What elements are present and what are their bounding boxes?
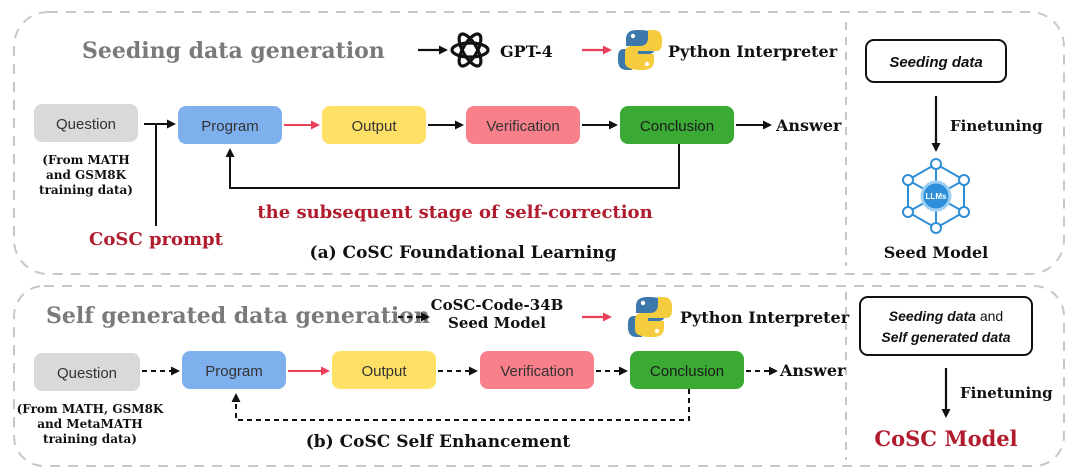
bottom-output-label: Output	[361, 363, 407, 380]
bottom-question-label: Question	[57, 365, 117, 382]
top-program-box	[178, 106, 282, 144]
top-verification-label: Verification	[486, 118, 559, 135]
top-panel	[13, 11, 1065, 275]
seeding-data-box	[865, 39, 1007, 83]
top-finetune-label: Finetuning	[950, 117, 1043, 135]
bottom-panel	[13, 285, 1065, 467]
bottom-question-source-1: (From MATH, GSM8K	[17, 402, 164, 416]
bottom-program-box	[182, 351, 286, 389]
self-generated-data-line1: Seeding data and	[889, 308, 1003, 324]
top-question-label: Question	[56, 116, 116, 133]
cosc-model-label: CoSC Model	[874, 426, 1017, 451]
top-question-source-2: and GSM8K	[46, 168, 127, 182]
legend-seed-label-1: CoSC-Code-34B	[431, 296, 564, 314]
legend-seed-label-2: Seed Model	[448, 314, 546, 332]
top-question-box	[34, 104, 138, 142]
bottom-legend-python-label: Python Interpreter	[680, 308, 850, 327]
legend-python-label: Python Interpreter	[668, 42, 838, 61]
cosc-prompt-label: CoSC prompt	[89, 229, 224, 250]
bottom-finetune-label: Finetuning	[960, 384, 1053, 402]
top-output-box	[322, 106, 426, 144]
self-generated-data-line2: Self generated data	[881, 329, 1010, 345]
top-program-label: Program	[201, 118, 259, 135]
and-connector: and	[976, 308, 1003, 324]
top-conclusion-box	[620, 106, 734, 144]
top-self-correction-loop	[225, 144, 680, 189]
bottom-title: Self generated data generation	[46, 303, 430, 329]
openai-logo-icon	[450, 32, 490, 68]
top-answer-label: Answer	[775, 116, 842, 135]
top-output-label: Output	[351, 118, 397, 135]
bottom-self-correction-loop	[231, 389, 690, 421]
top-title: Seeding data generation	[82, 38, 385, 64]
bottom-question-box	[34, 353, 140, 391]
top-question-source-3: training data)	[39, 183, 133, 197]
bottom-question-source-3: training data)	[43, 432, 137, 446]
legend-gpt-label: GPT-4	[500, 42, 553, 61]
self-generated-data-box	[859, 296, 1033, 356]
bottom-conclusion-box	[630, 351, 744, 389]
bottom-program-label: Program	[205, 363, 263, 380]
llm-badge-label: LLMs	[926, 192, 947, 201]
top-conclusion-label: Conclusion	[640, 118, 714, 135]
seeding-data-label: Seeding data	[889, 54, 982, 71]
self-correction-label: the subsequent stage of self-correction	[257, 202, 652, 223]
bottom-question-source-2: and MetaMATH	[37, 417, 143, 431]
llm-network-icon	[902, 158, 970, 234]
bottom-verification-box	[480, 351, 594, 389]
top-verification-box	[466, 106, 580, 144]
top-caption: (a) CoSC Foundational Learning	[310, 243, 617, 263]
python-logo-icon	[618, 30, 662, 70]
bottom-caption: (b) CoSC Self Enhancement	[306, 432, 571, 452]
bottom-output-box	[332, 351, 436, 389]
seeding-data-emphasis: Seeding data	[889, 308, 976, 324]
bottom-answer-label: Answer	[779, 361, 846, 380]
top-question-source-1: (From MATH	[42, 153, 129, 167]
bottom-verification-label: Verification	[500, 363, 573, 380]
python-logo-icon-bottom	[628, 297, 672, 337]
bottom-conclusion-label: Conclusion	[650, 363, 724, 380]
seed-model-label: Seed Model	[884, 243, 989, 262]
